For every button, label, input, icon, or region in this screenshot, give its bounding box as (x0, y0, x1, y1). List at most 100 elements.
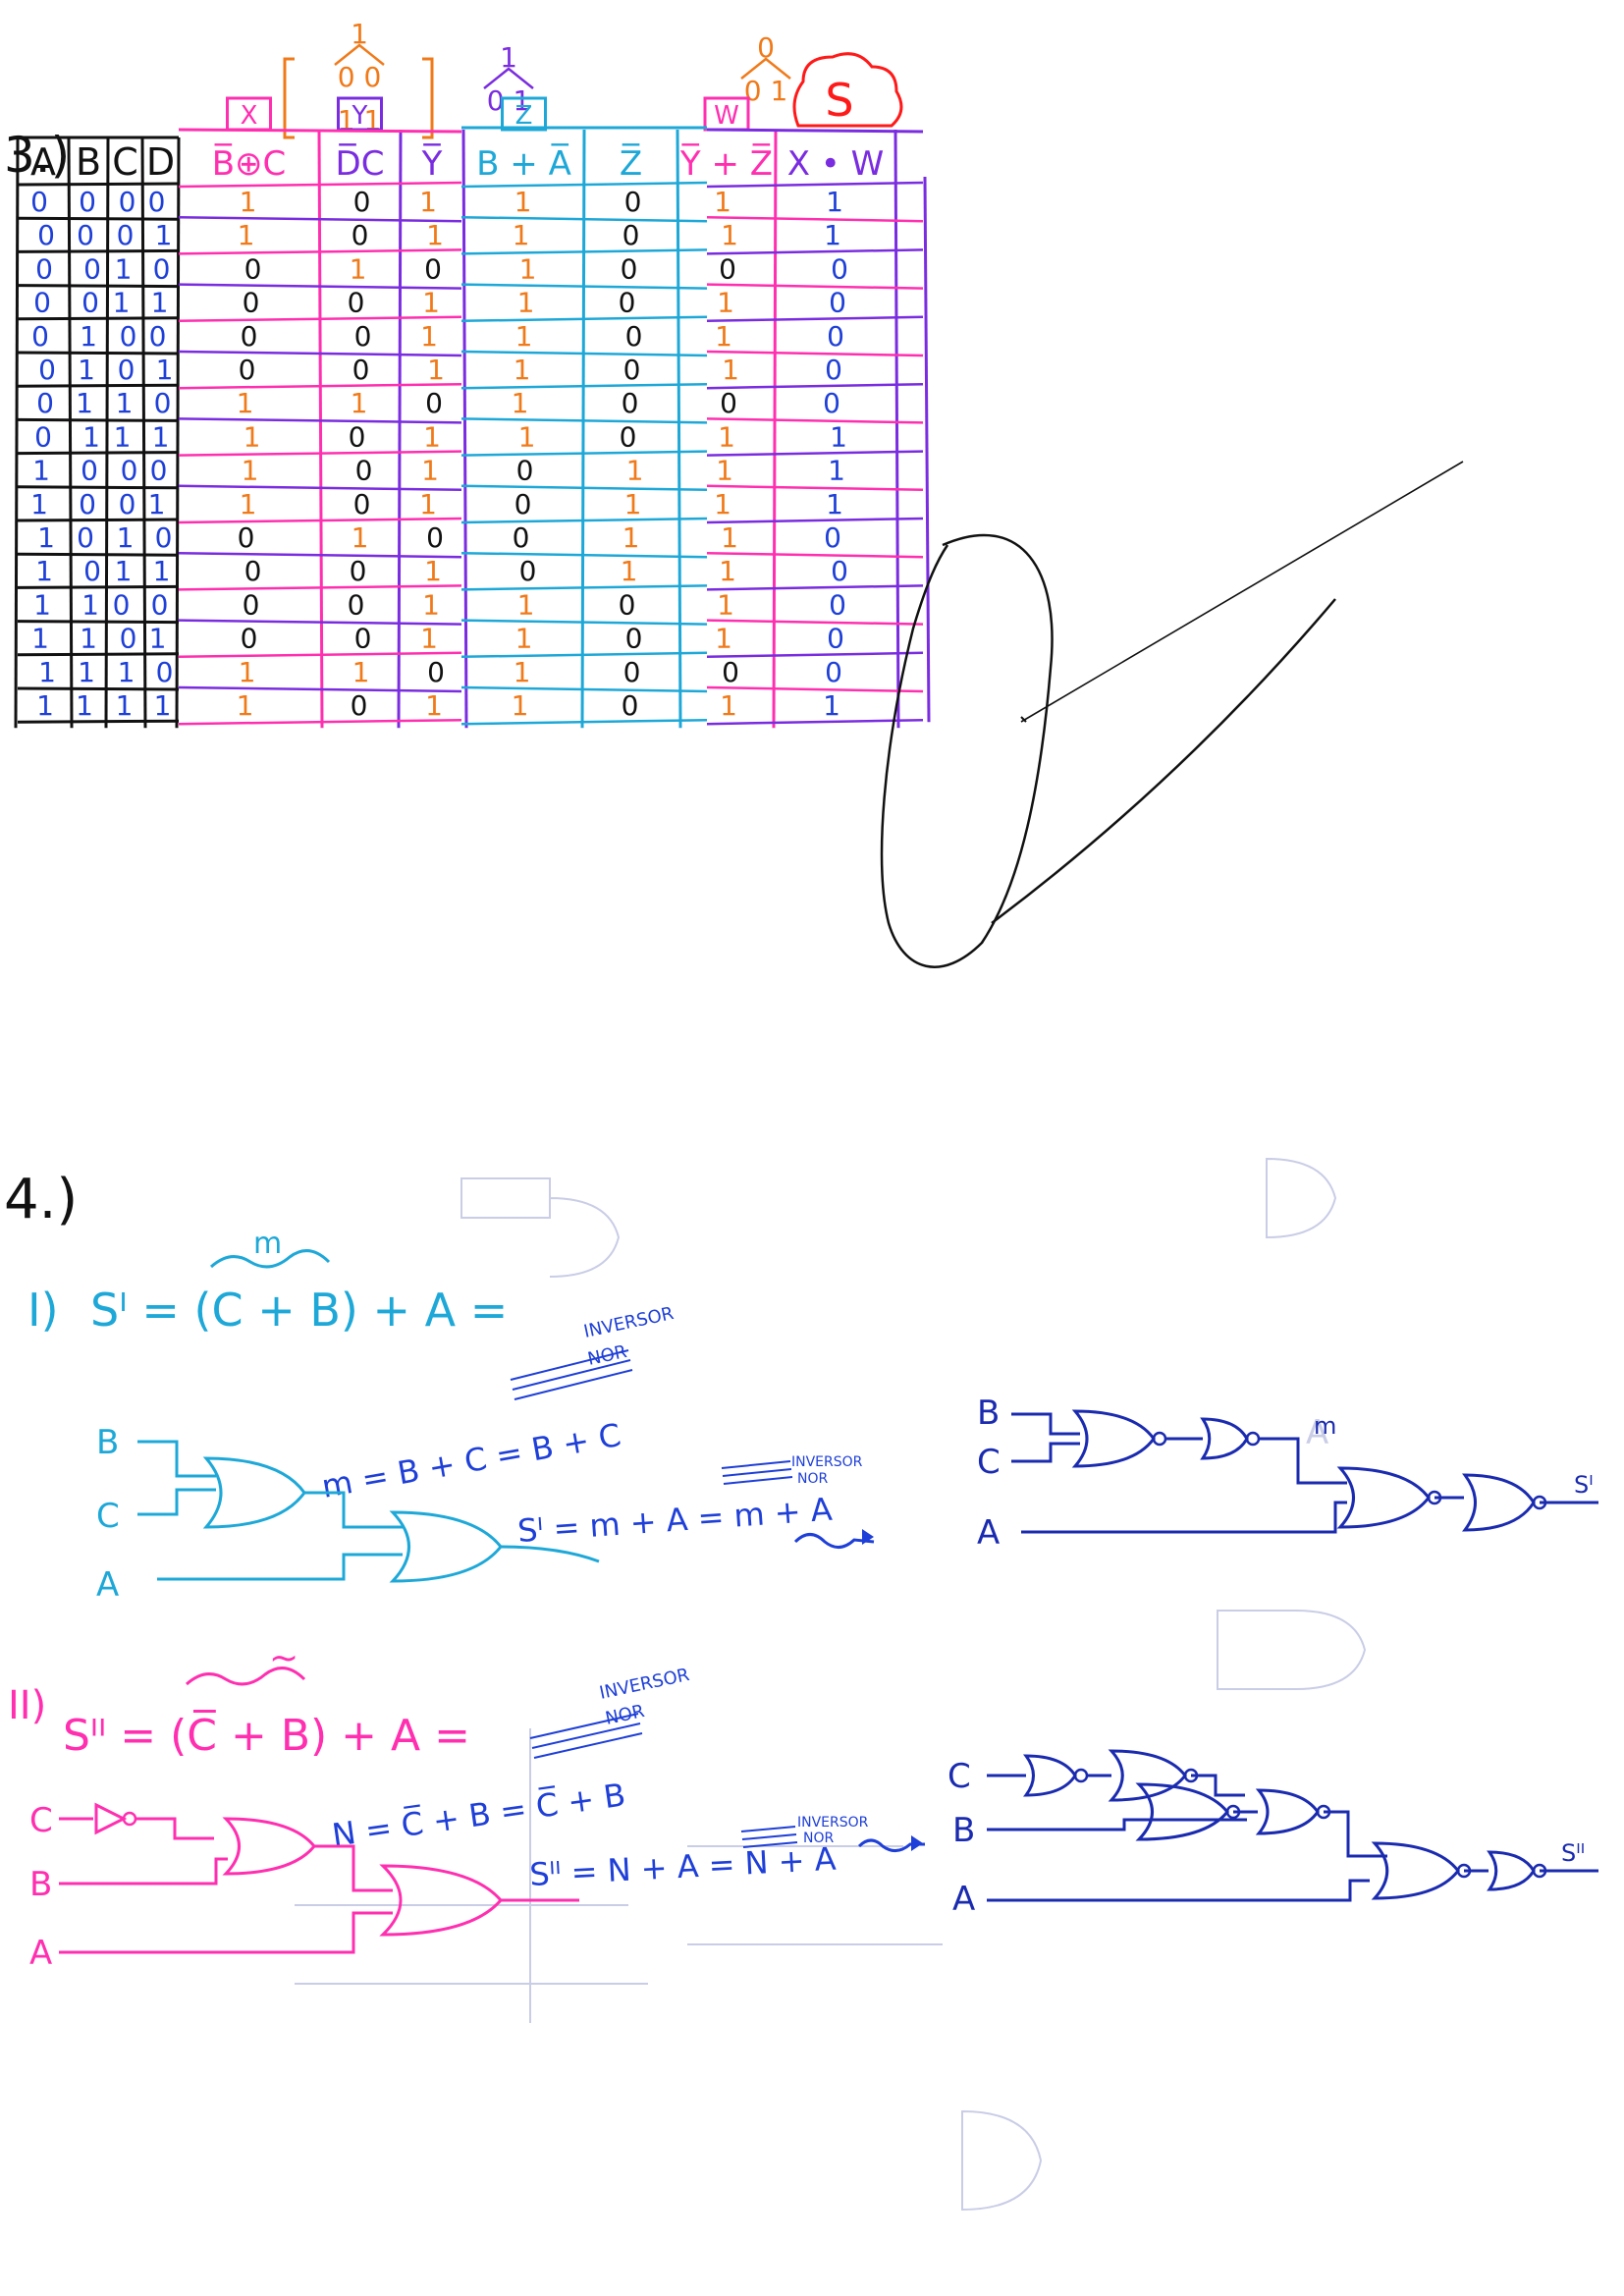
table-cell: 0 (831, 252, 848, 285)
table-cell: 1 (31, 623, 49, 655)
table-cell: 1 (237, 689, 254, 722)
table-cell: 0 (623, 656, 641, 688)
input-label: A (96, 1565, 119, 1605)
table-cell: 0 (79, 186, 96, 218)
table-row-border (178, 315, 462, 323)
table-cell: 0 (355, 455, 373, 487)
table-cell: 0 (241, 623, 258, 655)
table-cell: 1 (519, 252, 537, 285)
table-cell: 0 (621, 252, 638, 285)
table-row-border (460, 718, 708, 726)
table-row-border (178, 619, 462, 626)
part-1-s-definition: Sᴵ = m + A = m + A (516, 1491, 834, 1550)
part-2-s-definition: Sᴵᴵ = N + A = N + A (528, 1840, 837, 1893)
table-cell: 1 (118, 656, 135, 688)
table-cell: 1 (38, 656, 56, 688)
table-cell: 0 (827, 623, 844, 655)
input-label: A (29, 1934, 52, 1973)
table-cell: 1 (155, 219, 173, 251)
header-tag: W (714, 101, 739, 131)
table-cell: 1 (148, 488, 166, 520)
table-row-border (706, 584, 924, 591)
table-cell: 1 (239, 656, 256, 688)
nor-gate-bubble (1073, 1768, 1089, 1783)
table-cell: 1 (719, 555, 736, 587)
part-2-or-circuit: CBA (29, 1801, 579, 1973)
table-row-border-inputs (17, 518, 180, 522)
table-row-border (706, 718, 924, 726)
input-label: C (29, 1801, 53, 1840)
table-cell: 0 (117, 219, 135, 251)
table-cell: 1 (117, 521, 135, 554)
header-cell: Y̅ (421, 143, 443, 184)
table-row-border (178, 551, 462, 559)
table-row-border (460, 417, 708, 424)
nor-gate-bubble (1245, 1431, 1261, 1447)
table-cell: 1 (621, 555, 638, 587)
table-cell: 0 (353, 186, 371, 218)
table-cell: 0 (513, 521, 530, 554)
tree-label: 1 (500, 41, 517, 74)
table-cell: 0 (622, 689, 639, 722)
table-cell: 0 (151, 588, 169, 621)
truth-table (14, 126, 931, 729)
table-cell: 1 (515, 320, 533, 353)
table-cell: 0 (38, 354, 56, 386)
table-row-border (178, 685, 462, 693)
table-row-border (706, 685, 924, 693)
or-gate (202, 1456, 306, 1529)
table-cell: 1 (714, 488, 731, 520)
table-cell: 0 (34, 420, 52, 453)
table-cell: 0 (243, 588, 260, 621)
table-cell: 1 (154, 689, 172, 722)
tree-label: 1 (351, 18, 368, 50)
table-cell: 0 (120, 623, 137, 655)
table-cell: 1 (512, 387, 529, 419)
table-cell: 1 (720, 689, 737, 722)
table-row-border (460, 619, 708, 626)
wire (304, 1491, 403, 1529)
part-2-equation: Sᴵᴵ = (C̅ + B) + A = (63, 1708, 470, 1761)
header-tag-box (501, 96, 547, 132)
wire (1011, 1442, 1080, 1463)
table-cell: 1 (826, 186, 843, 218)
table-column-border (397, 129, 403, 729)
part-1-nor-note-2: NOR (797, 1471, 828, 1487)
table-row-border (460, 350, 708, 357)
table-cell: 1 (116, 387, 134, 419)
table-cell: 0 (623, 219, 640, 251)
table-row-border-inputs (17, 417, 180, 422)
table-cell: 0 (35, 252, 53, 285)
or-gate (379, 1864, 503, 1937)
table-row-border (706, 350, 924, 357)
part-1-nor-inversor-note: INVERSOR (791, 1454, 863, 1470)
table-cell: 1 (240, 186, 257, 218)
tree-label: 0 0 (338, 61, 382, 93)
part-1-label: I) (27, 1284, 59, 1337)
table-row-border (706, 215, 924, 223)
part-2-arrow (857, 1838, 925, 1852)
table-cell: 0 (720, 387, 737, 419)
header-cell: B + A̅ (476, 143, 571, 184)
table-row-border (178, 181, 462, 189)
table-cell: 1 (824, 219, 841, 251)
table-cell: 1 (152, 420, 170, 453)
table-cell: 1 (80, 320, 97, 353)
table-column-border (175, 137, 181, 729)
table-row-border-inputs (17, 652, 180, 657)
header-cell: B (76, 140, 101, 184)
table-cell: 0 (619, 287, 636, 319)
table-cell: 1 (352, 656, 370, 688)
table-cell: 1 (826, 488, 843, 520)
table-cell: 0 (352, 354, 370, 386)
table-row-border (178, 215, 462, 223)
nor-gate (1108, 1749, 1187, 1802)
wire (1324, 1810, 1387, 1858)
part-1-equation: Sᴵ = (C + B) + A = (90, 1284, 508, 1337)
table-cell: 0 (424, 252, 442, 285)
wire (500, 1545, 600, 1563)
table-column-border (676, 129, 682, 729)
table-cell: 1 (514, 186, 532, 218)
table-cell: 0 (519, 555, 537, 587)
